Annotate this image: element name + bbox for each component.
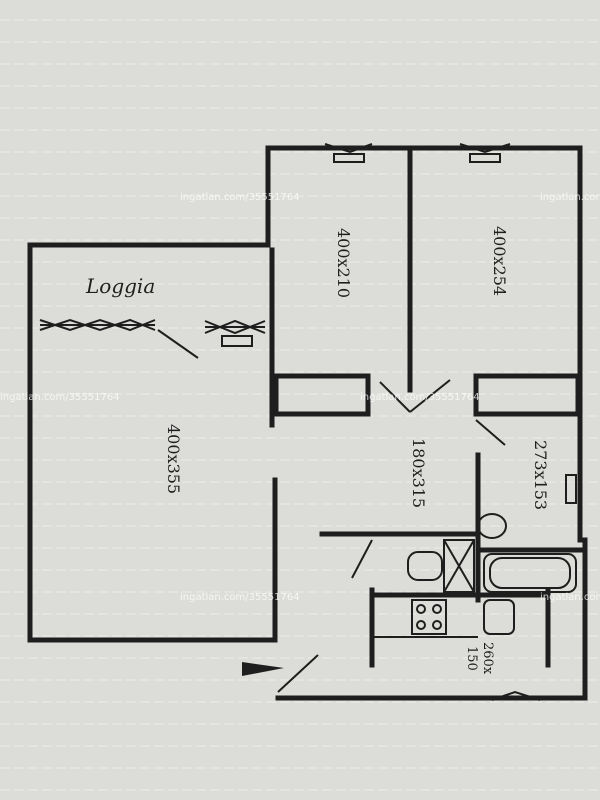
watermark-3: ingatlan.com/35551764 (360, 392, 480, 403)
stove (411, 599, 447, 635)
room-labels: Loggia 400x355 400x210 400x254 180x315 2… (85, 226, 550, 675)
walls (27, 145, 588, 701)
watermark-5: ingatlan.com/35551764 (540, 192, 600, 203)
watermark-1: ingatlan.com/35551764 (180, 192, 300, 203)
hall-label: 180x315 (409, 438, 428, 508)
room-right-label: 273x153 (531, 440, 550, 510)
watermark-4: ingatlan.com/35551764 (180, 592, 300, 603)
room-right-top-label: 400x254 (490, 226, 509, 296)
windows (39, 143, 577, 701)
watermark-6: ingatlan.com/35551764 (540, 592, 600, 603)
room-left-label: 400x355 (164, 424, 183, 494)
bathtub (483, 553, 577, 593)
small-room-label-2: 150 (464, 646, 479, 671)
kitchen-sink (483, 599, 515, 635)
paper-grid (0, 19, 600, 791)
room-mid-top-label: 400x210 (334, 228, 353, 298)
entrance-arrow-icon (242, 662, 284, 676)
watermarks: ingatlan.com/35551764 ingatlan.com/35551… (0, 192, 600, 603)
small-room-label: 260x (480, 642, 495, 675)
loggia-label: Loggia (85, 274, 155, 298)
fixtures (407, 513, 577, 635)
doors (157, 329, 506, 693)
toilet (407, 551, 443, 581)
watermark-2: ingatlan.com/35551764 (0, 392, 120, 403)
sink (477, 513, 507, 539)
